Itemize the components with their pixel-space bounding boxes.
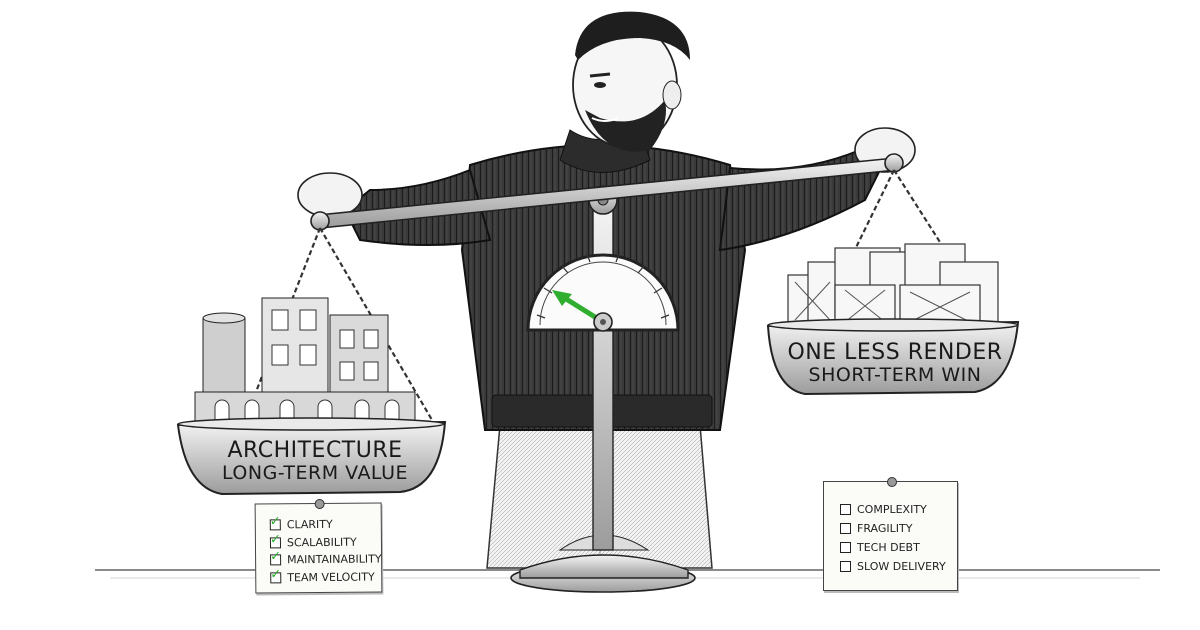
checkbox-icon — [840, 523, 851, 534]
list-item: ✓ TEAM VELOCITY — [270, 567, 382, 586]
left-pan — [176, 297, 447, 496]
list-item: ✓ MAINTAINABILITY — [270, 550, 382, 568]
right-pan — [766, 243, 1020, 396]
balance-beam — [310, 153, 904, 231]
checklist-label: COMPLEXITY — [857, 503, 927, 516]
checklist-label: TEAM VELOCITY — [287, 570, 375, 585]
checkbox-icon: ✓ — [270, 550, 282, 566]
list-item: FRAGILITY — [840, 519, 946, 538]
checkbox-icon: ✓ — [270, 532, 281, 549]
checklist-label: MAINTAINABILITY — [287, 552, 382, 567]
right-pan-label: ONE LESS RENDER SHORT-TERM WIN — [775, 340, 1015, 387]
right-checklist-note: COMPLEXITY FRAGILITY TECH DEBT SLOW DELI… — [823, 477, 958, 591]
checklist-label: SCALABILITY — [286, 535, 357, 550]
checklist-label: FRAGILITY — [857, 522, 913, 535]
list-item: SLOW DELIVERY — [840, 557, 946, 576]
checkbox-icon: ✓ — [270, 567, 282, 584]
checklist-label: TECH DEBT — [857, 541, 920, 554]
chains — [243, 169, 946, 421]
right-pan-subtitle: SHORT-TERM WIN — [808, 364, 982, 387]
scale-gauge-icon — [526, 253, 680, 332]
checkbox-icon — [840, 504, 851, 515]
right-checklist: COMPLEXITY FRAGILITY TECH DEBT SLOW DELI… — [840, 500, 946, 576]
left-checklist-note: ✓ CLARITY ✓ SCALABILITY ✓ MAINTAINABILITY ✓… — [254, 498, 383, 594]
checkbox-icon — [840, 542, 851, 553]
checkmark-icon: ✓ — [269, 514, 281, 530]
checklist-label: SLOW DELIVERY — [857, 560, 946, 573]
checkmark-icon: ✓ — [270, 567, 282, 583]
list-item: COMPLEXITY — [840, 500, 946, 519]
list-item: ✓ SCALABILITY — [270, 532, 382, 551]
checkbox-icon: ✓ — [270, 515, 281, 531]
right-pan-title: ONE LESS RENDER — [787, 340, 1003, 365]
checklist-label: CLARITY — [286, 518, 333, 532]
checkmark-icon: ✓ — [269, 532, 281, 548]
pushpin-icon — [886, 477, 897, 487]
checkmark-icon: ✓ — [270, 549, 282, 565]
list-item: TECH DEBT — [840, 538, 946, 557]
pushpin-icon — [314, 498, 325, 510]
left-pan-subtitle: LONG-TERM VALUE — [222, 462, 408, 485]
left-pan-title: ARCHITECTURE — [227, 438, 403, 463]
list-item: ✓ CLARITY — [270, 515, 382, 533]
checkbox-icon — [840, 561, 851, 572]
left-checklist: ✓ CLARITY ✓ SCALABILITY ✓ MAINTAINABILITY ✓… — [270, 515, 382, 586]
left-pan-label: ARCHITECTURE LONG-TERM VALUE — [190, 438, 440, 485]
